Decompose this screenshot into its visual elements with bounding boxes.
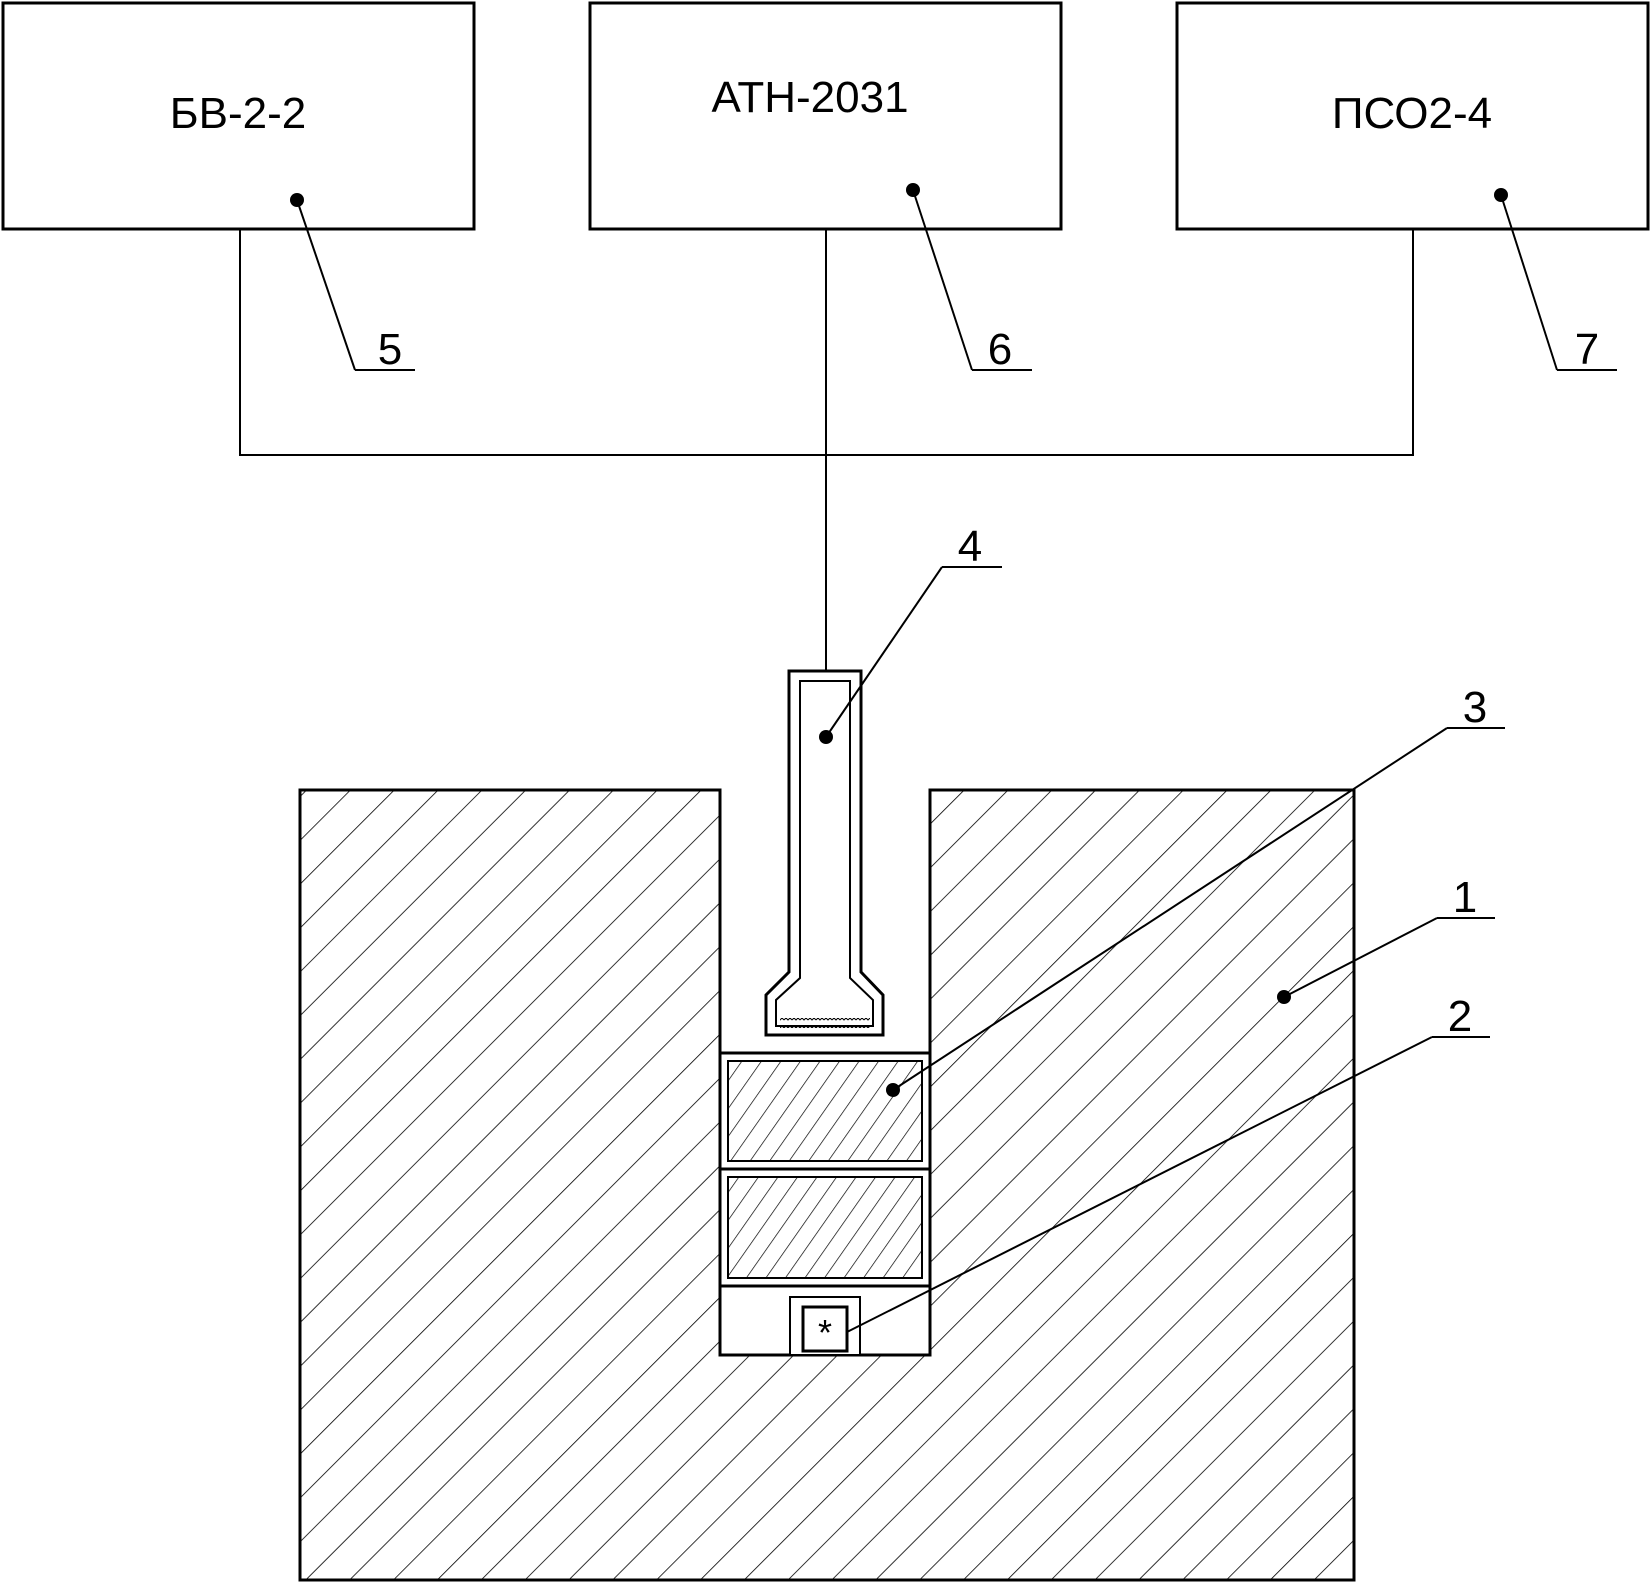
radiation-source: * xyxy=(789,1296,861,1356)
unit-bv-leader-line xyxy=(296,199,356,371)
callout-source-number: 2 xyxy=(1448,992,1472,1041)
callout-body-number: 1 xyxy=(1453,873,1477,922)
filter-upper-hatch xyxy=(727,1060,923,1162)
unit-pso-number: 7 xyxy=(1575,325,1599,374)
unit-pso-leader-line xyxy=(1500,194,1558,371)
shield-body-section xyxy=(298,788,1356,1582)
callout-body-line xyxy=(1283,917,1438,998)
wiring xyxy=(239,229,1414,671)
callout-filter-number: 3 xyxy=(1463,683,1487,732)
probe-outer-casing xyxy=(764,669,885,1037)
callout-probe-line xyxy=(825,566,943,738)
source-symbol-icon: * xyxy=(818,1312,832,1353)
callout-body: 1 xyxy=(1277,873,1495,1004)
unit-bv: БВ-2-2 5 xyxy=(1,1,476,374)
filter-lower-hatch xyxy=(727,1176,923,1279)
probe-inner-casing xyxy=(775,680,874,1027)
wire-bv xyxy=(239,229,826,456)
callout-filter: 3 xyxy=(886,683,1505,1097)
callout-source: 2 xyxy=(846,992,1490,1333)
detector-probe xyxy=(764,669,885,1037)
unit-pso-label: ПСО2-4 xyxy=(1332,89,1492,138)
unit-atn-number: 6 xyxy=(988,325,1012,374)
unit-bv-number: 5 xyxy=(378,325,402,374)
callout-source-line xyxy=(846,1036,1433,1333)
source-holder-inner xyxy=(801,1305,849,1353)
filter-stack xyxy=(718,1051,932,1288)
wire-pso xyxy=(826,229,1414,456)
probe-crystal xyxy=(780,1018,870,1028)
unit-bv-label: БВ-2-2 xyxy=(170,89,306,138)
callout-probe: 4 xyxy=(819,522,1002,744)
unit-bv-box xyxy=(1,1,476,231)
unit-atn-leader-line xyxy=(912,189,973,371)
callout-probe-number: 4 xyxy=(958,522,982,571)
callout-filter-line xyxy=(892,727,1448,1091)
unit-atn-label: АТН-2031 xyxy=(711,73,908,122)
